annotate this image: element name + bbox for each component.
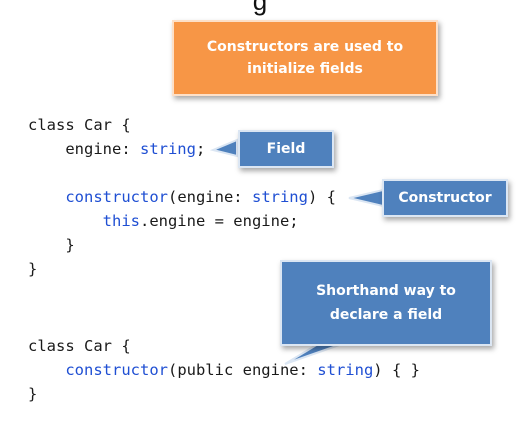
code-text: } xyxy=(28,236,75,254)
slide-title-fragment: g xyxy=(252,0,268,16)
code-line: } xyxy=(28,382,420,406)
code-line: } xyxy=(28,257,336,281)
code-text xyxy=(28,212,103,230)
code-keyword: this xyxy=(102,212,140,230)
constructor-note-callout: Constructors are used to initialize fiel… xyxy=(172,20,438,96)
constructor-callout: Constructor xyxy=(382,179,508,217)
code-text xyxy=(28,361,65,379)
code-line: } xyxy=(28,233,336,257)
code-text: engine: xyxy=(28,140,140,158)
code-text: ) { } xyxy=(373,361,420,379)
shorthand-line1: Shorthand way to xyxy=(316,283,456,299)
code-text: (public engine: xyxy=(167,361,318,379)
code-line: class Car { xyxy=(28,113,336,137)
code-keyword: constructor xyxy=(65,188,168,206)
code-line xyxy=(28,161,336,185)
code-line: this.engine = engine; xyxy=(28,209,336,233)
code-text: ; xyxy=(195,140,206,158)
field-callout: Field xyxy=(238,130,334,168)
code-line: class Car { xyxy=(28,334,420,358)
code-keyword: string xyxy=(317,361,374,379)
constructor-note-line1: Constructors are used to xyxy=(206,39,404,55)
constructor-callout-tail xyxy=(348,188,384,208)
code-text: ) { xyxy=(307,188,336,206)
code-text: } xyxy=(28,385,38,403)
code-text xyxy=(28,188,65,206)
code-text: .engine = engine; xyxy=(139,212,299,230)
code-text: } xyxy=(28,260,38,278)
code-line: constructor(public engine: string) { } xyxy=(28,358,420,382)
shorthand-callout: Shorthand way to declare a field xyxy=(280,260,492,346)
code-line: constructor(engine: string) { xyxy=(28,185,336,209)
code-keyword: string xyxy=(251,188,308,206)
code-block-shorthand-declaration: class Car { constructor(public engine: s… xyxy=(28,334,420,406)
constructor-note-line2: initialize fields xyxy=(247,61,363,77)
code-keyword: constructor xyxy=(65,361,168,379)
shorthand-line2: declare a field xyxy=(329,307,443,323)
code-block-full-declaration: class Car { engine: string; constructor(… xyxy=(28,113,336,281)
code-keyword: string xyxy=(139,140,196,158)
code-text: (engine: xyxy=(167,188,252,206)
code-line: engine: string; xyxy=(28,137,336,161)
field-callout-tail xyxy=(209,138,238,158)
code-text: class Car { xyxy=(28,116,131,134)
code-text: class Car { xyxy=(28,337,131,355)
